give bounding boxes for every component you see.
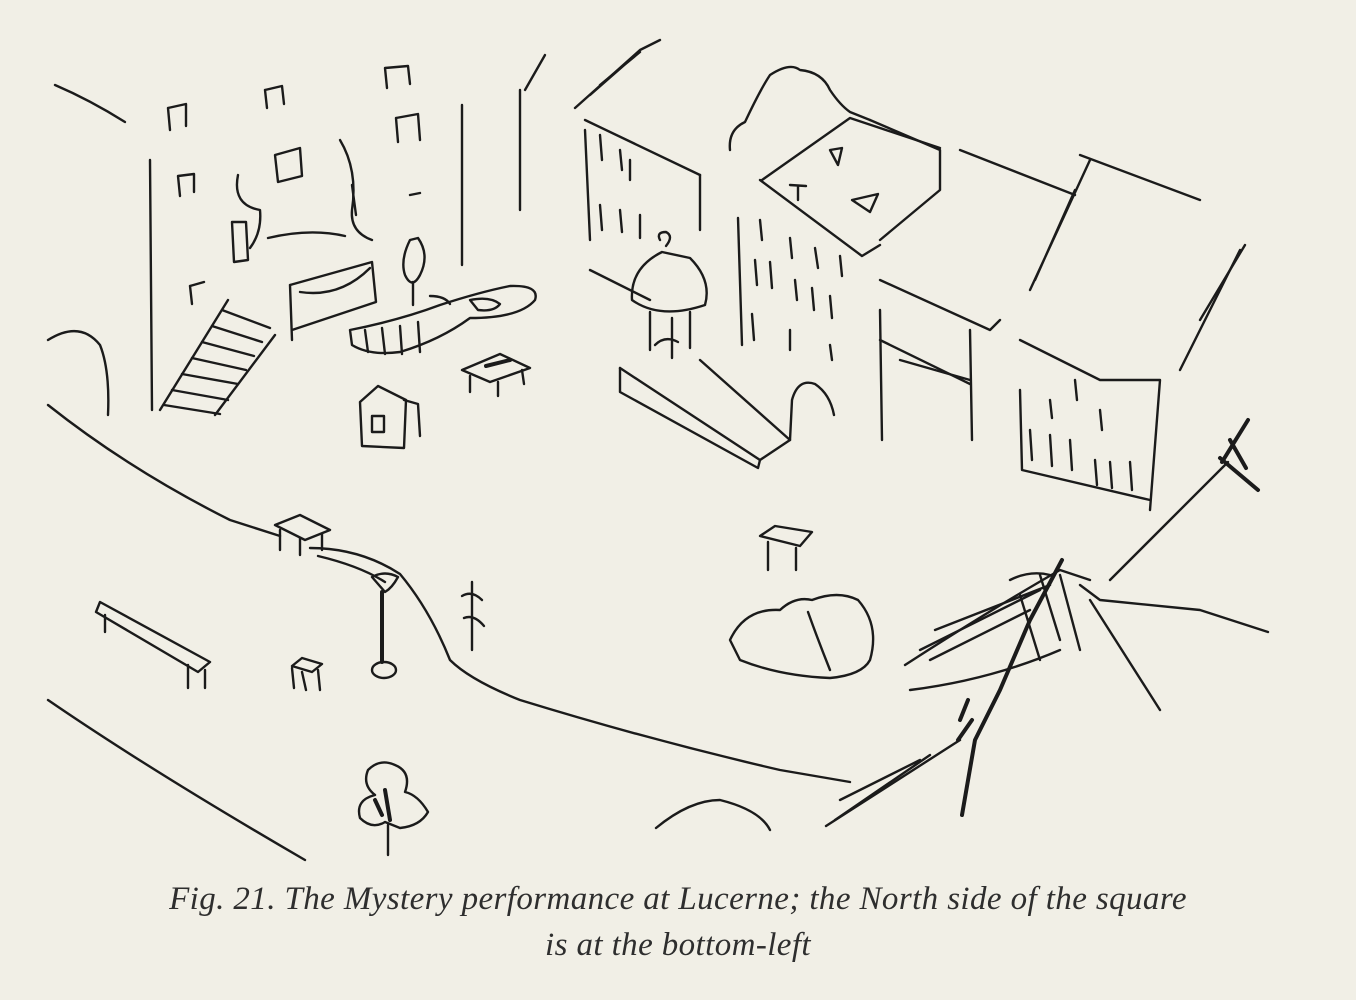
small-table-right bbox=[758, 524, 814, 572]
lucerne-square-sketch bbox=[46, 38, 1270, 862]
small-tree bbox=[402, 236, 426, 307]
caption-line-1: Fig. 21. The Mystery performance at Luce… bbox=[169, 881, 1187, 917]
right-houses bbox=[878, 148, 1247, 512]
table-center bbox=[460, 352, 532, 398]
gate-booth bbox=[273, 513, 852, 784]
booth-left bbox=[358, 384, 422, 450]
post bbox=[460, 580, 486, 652]
mound bbox=[728, 593, 875, 680]
stool bbox=[290, 656, 324, 692]
caption-line-2: is at the bottom-left bbox=[545, 927, 811, 963]
gabled-house bbox=[728, 65, 942, 362]
bench bbox=[94, 600, 212, 690]
bottom-lines bbox=[46, 698, 962, 862]
tent-scaffold bbox=[903, 418, 1270, 817]
figure-caption: Fig. 21. The Mystery performance at Luce… bbox=[0, 876, 1356, 968]
pavilion bbox=[618, 230, 836, 470]
left-arch bbox=[46, 330, 282, 538]
center-houses bbox=[518, 38, 702, 302]
bottom-tree bbox=[357, 761, 430, 857]
left-building bbox=[53, 64, 464, 412]
left-stage bbox=[158, 260, 537, 417]
column bbox=[370, 572, 400, 680]
